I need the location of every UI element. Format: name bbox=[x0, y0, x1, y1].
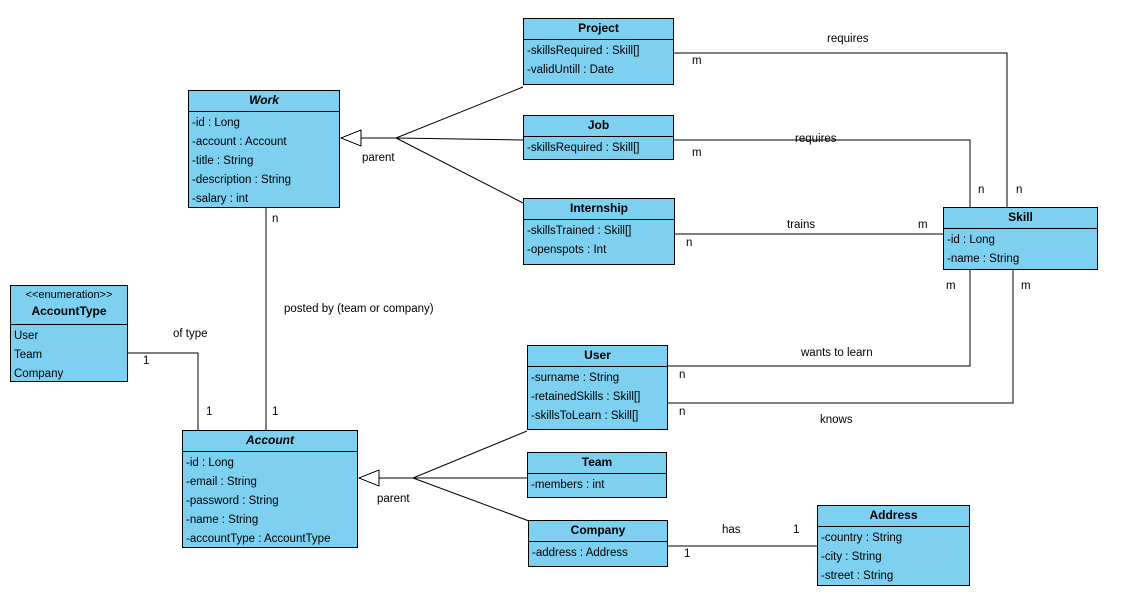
multiplicity-project-requires-source: m bbox=[692, 55, 702, 67]
multiplicity-work-posted-target: 1 bbox=[272, 406, 279, 418]
multiplicity-project-requires-target: n bbox=[1016, 184, 1023, 196]
class-user[interactable]: User -surname : String -retainedSkills :… bbox=[527, 345, 668, 430]
attribute-row: -skillsRequired : Skill[] bbox=[527, 45, 640, 57]
multiplicity-job-requires-source: m bbox=[692, 147, 702, 159]
class-team[interactable]: Team -members : int bbox=[527, 452, 667, 498]
enum-literal-row: Team bbox=[14, 349, 43, 361]
edge-account-generalization-lines bbox=[379, 430, 530, 522]
edge-label-project-requires: requires bbox=[827, 33, 869, 45]
class-skill-title: Skill bbox=[944, 208, 1097, 229]
edge-label-work-parent: parent bbox=[362, 152, 395, 164]
edge-label-account-of-type: of type bbox=[173, 328, 208, 340]
multiplicity-internship-trains-source: n bbox=[686, 237, 693, 249]
class-job[interactable]: Job -skillsRequired : Skill[] bbox=[523, 115, 674, 160]
class-user-title: User bbox=[528, 346, 667, 367]
edge-user-wants-line bbox=[668, 270, 971, 367]
edge-user-knows-line bbox=[668, 270, 1014, 404]
class-work-attributes: -id : Long -account : Account -title : S… bbox=[189, 112, 339, 209]
attribute-row: -retainedSkills : Skill[] bbox=[531, 391, 641, 403]
enum-accounttype[interactable]: <<enumeration>> AccountType User Team Co… bbox=[10, 285, 128, 382]
attribute-row: -salary : int bbox=[192, 193, 249, 205]
class-skill[interactable]: Skill -id : Long -name : String bbox=[943, 207, 1098, 270]
class-skill-attributes: -id : Long -name : String bbox=[944, 229, 1097, 269]
attribute-row: -skillsTrained : Skill[] bbox=[527, 225, 632, 237]
attribute-row: -id : Long bbox=[186, 457, 234, 469]
enum-name: AccountType bbox=[31, 304, 107, 318]
class-account-attributes: -id : Long -email : String -password : S… bbox=[183, 452, 357, 549]
multiplicity-has-source: 1 bbox=[684, 548, 691, 560]
attribute-row: -id : Long bbox=[192, 117, 240, 129]
multiplicity-user-knows-source: n bbox=[679, 406, 686, 418]
class-job-attributes: -skillsRequired : Skill[] bbox=[524, 137, 673, 158]
attribute-row: -email : String bbox=[186, 476, 257, 488]
multiplicity-of-type-target: 1 bbox=[206, 406, 213, 418]
multiplicity-user-wants-source: n bbox=[679, 369, 686, 381]
attribute-row: -address : Address bbox=[532, 547, 628, 559]
edge-account-of-type-line bbox=[128, 352, 199, 430]
multiplicity-has-target: 1 bbox=[793, 524, 800, 536]
class-company[interactable]: Company -address : Address bbox=[528, 520, 668, 567]
attribute-row: -members : int bbox=[531, 479, 605, 491]
work-generalization-triangle-icon bbox=[339, 129, 362, 147]
attribute-row: -openspots : Int bbox=[527, 244, 607, 256]
enum-literal-row: Company bbox=[14, 368, 64, 380]
attribute-row: -skillsRequired : Skill[] bbox=[527, 142, 640, 154]
class-internship[interactable]: Internship -skillsTrained : Skill[] -ope… bbox=[523, 198, 675, 265]
attribute-row: -country : String bbox=[821, 532, 903, 544]
class-account[interactable]: Account -id : Long -email : String -pass… bbox=[182, 430, 358, 548]
edge-label-work-posted-by: posted by (team or company) bbox=[284, 303, 434, 315]
attribute-row: -surname : String bbox=[531, 372, 620, 384]
attribute-row: -name : String bbox=[186, 514, 259, 526]
class-team-attributes: -members : int bbox=[528, 474, 666, 495]
attribute-row: -street : String bbox=[821, 570, 894, 582]
attribute-row: -title : String bbox=[192, 155, 254, 167]
edge-job-requires-line bbox=[674, 139, 971, 207]
class-user-attributes: -surname : String -retainedSkills : Skil… bbox=[528, 367, 667, 426]
class-team-title: Team bbox=[528, 453, 666, 474]
edge-label-company-has: has bbox=[722, 524, 741, 536]
edge-label-user-wants: wants to learn bbox=[801, 347, 873, 359]
multiplicity-user-knows-target: m bbox=[1021, 280, 1031, 292]
multiplicity-internship-trains-target: m bbox=[918, 219, 928, 231]
edge-work-generalization-lines bbox=[361, 86, 524, 204]
attribute-row: -city : String bbox=[821, 551, 882, 563]
edge-label-account-parent: parent bbox=[377, 493, 410, 505]
class-address[interactable]: Address -country : String -city : String… bbox=[817, 505, 970, 586]
edge-label-internship-trains: trains bbox=[787, 219, 816, 231]
attribute-row: -id : Long bbox=[947, 234, 995, 246]
multiplicity-job-requires-target: n bbox=[978, 184, 985, 196]
attribute-row: -description : String bbox=[192, 174, 292, 186]
attribute-row: -name : String bbox=[947, 253, 1020, 265]
account-generalization-triangle-icon bbox=[357, 469, 380, 487]
class-company-title: Company bbox=[529, 521, 667, 542]
enum-accounttype-literals: User Team Company bbox=[11, 325, 127, 384]
edge-project-requires-line bbox=[674, 52, 1008, 207]
attribute-row: -account : Account bbox=[192, 136, 287, 148]
multiplicity-user-wants-target: m bbox=[946, 280, 956, 292]
multiplicity-work-posted-source: n bbox=[272, 213, 279, 225]
edge-label-user-knows: knows bbox=[820, 414, 853, 426]
class-project-title: Project bbox=[524, 19, 673, 40]
enum-stereotype: <<enumeration>> bbox=[25, 289, 113, 301]
class-work-title: Work bbox=[189, 91, 339, 112]
class-internship-title: Internship bbox=[524, 199, 674, 220]
multiplicity-of-type-source: 1 bbox=[143, 355, 150, 367]
class-internship-attributes: -skillsTrained : Skill[] -openspots : In… bbox=[524, 220, 674, 260]
class-address-title: Address bbox=[818, 506, 969, 527]
class-job-title: Job bbox=[524, 116, 673, 137]
class-work[interactable]: Work -id : Long -account : Account -titl… bbox=[188, 90, 340, 208]
attribute-row: -validUntill : Date bbox=[527, 64, 614, 76]
attribute-row: -password : String bbox=[186, 495, 279, 507]
class-company-attributes: -address : Address bbox=[529, 542, 667, 563]
enum-literal-row: User bbox=[14, 330, 39, 342]
class-address-attributes: -country : String -city : String -street… bbox=[818, 527, 969, 586]
enum-accounttype-title: <<enumeration>> AccountType bbox=[11, 286, 127, 325]
attribute-row: -skillsToLearn : Skill[] bbox=[531, 410, 639, 422]
edge-label-job-requires: requires bbox=[795, 133, 837, 145]
class-project[interactable]: Project -skillsRequired : Skill[] -valid… bbox=[523, 18, 674, 85]
class-project-attributes: -skillsRequired : Skill[] -validUntill :… bbox=[524, 40, 673, 80]
class-account-title: Account bbox=[183, 431, 357, 452]
attribute-row: -accountType : AccountType bbox=[186, 533, 331, 545]
